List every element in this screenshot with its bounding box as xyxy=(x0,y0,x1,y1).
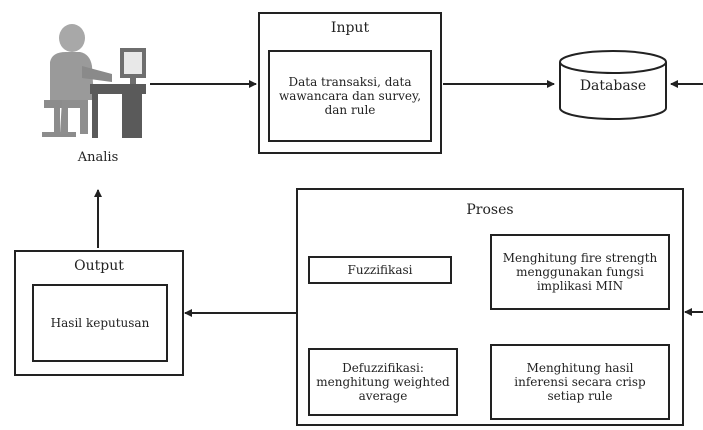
proses-title: Proses xyxy=(466,202,514,218)
database-cylinder: Database xyxy=(556,48,670,122)
analyst-figure xyxy=(32,14,152,149)
proses-box: Proses Fuzzifikasi Menghitung fire stren… xyxy=(296,188,684,426)
output-content: Hasil keputusan xyxy=(32,284,168,362)
fire-strength-step: Menghitung fire strength menggunakan fun… xyxy=(490,234,670,310)
defuzzifikasi-step: Defuzzifikasi: menghitung weighted avera… xyxy=(308,348,458,416)
database-icon xyxy=(559,50,667,120)
input-title: Input xyxy=(330,20,370,36)
inferensi-step: Menghitung hasil inferensi secara crisp … xyxy=(490,344,670,420)
output-box: Output Hasil keputusan xyxy=(14,250,184,376)
output-title: Output xyxy=(74,258,124,274)
person-at-computer-icon xyxy=(42,24,146,138)
analyst-label: Analis xyxy=(77,150,119,165)
fuzzifikasi-step: Fuzzifikasi xyxy=(308,256,452,284)
input-content: Data transaksi, data wawancara dan surve… xyxy=(268,50,432,142)
input-box: Input Data transaksi, data wawancara dan… xyxy=(258,12,442,154)
database-label: Database xyxy=(579,78,647,94)
